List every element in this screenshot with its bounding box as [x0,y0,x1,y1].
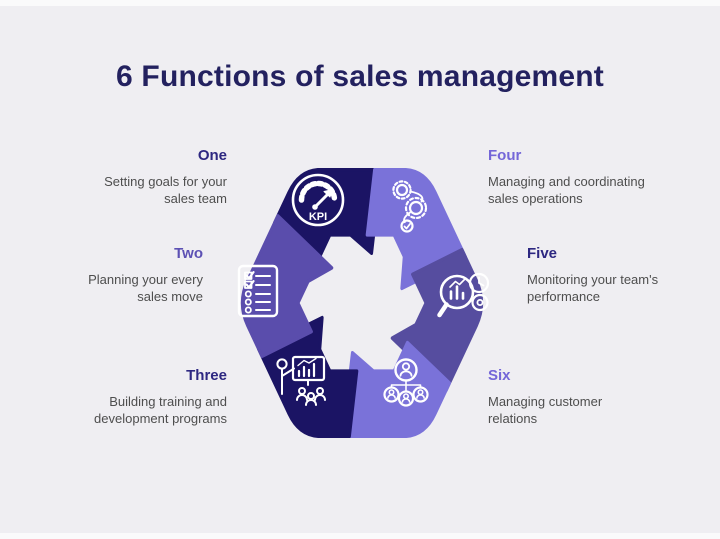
kpi-gauge-label: KPI [309,211,327,223]
item-six: Six Managing customer relations [488,367,628,427]
bottom-edge-strip [0,533,720,539]
item-two-description: Planning your every sales move [88,272,203,304]
item-one-label: One [197,147,227,164]
item-five: Five Monitoring your team's performance [527,245,677,305]
item-five-description: Monitoring your team's performance [527,272,659,304]
item-one-description: Setting goals for your sales team [104,174,227,206]
item-three: Three Building training and development … [67,367,227,427]
item-three-label: Three [186,367,227,384]
item-four-description: Managing and coordinating sales operatio… [488,174,645,206]
checklist-icon [237,264,279,318]
item-six-description: Managing customer relations [488,394,603,426]
page-title: 6 Functions of sales management [116,60,604,93]
customer-relations-icon [383,358,429,407]
performance-magnifier-icon [437,272,490,318]
item-six-label: Six [488,367,511,384]
item-three-description: Building training and development progra… [94,394,227,426]
process-gears-icon [392,180,428,233]
item-four-label: Four [488,147,522,164]
top-edge-strip [0,0,720,6]
training-presentation-icon [276,355,326,406]
item-two: Two Planning your every sales move [63,245,203,305]
item-four: Four Managing and coordinating sales ope… [488,147,663,207]
kpi-gauge-icon: KPI [291,173,345,227]
item-one: One Setting goals for your sales team [77,147,227,207]
item-five-label: Five [527,245,558,262]
item-two-label: Two [174,245,203,262]
